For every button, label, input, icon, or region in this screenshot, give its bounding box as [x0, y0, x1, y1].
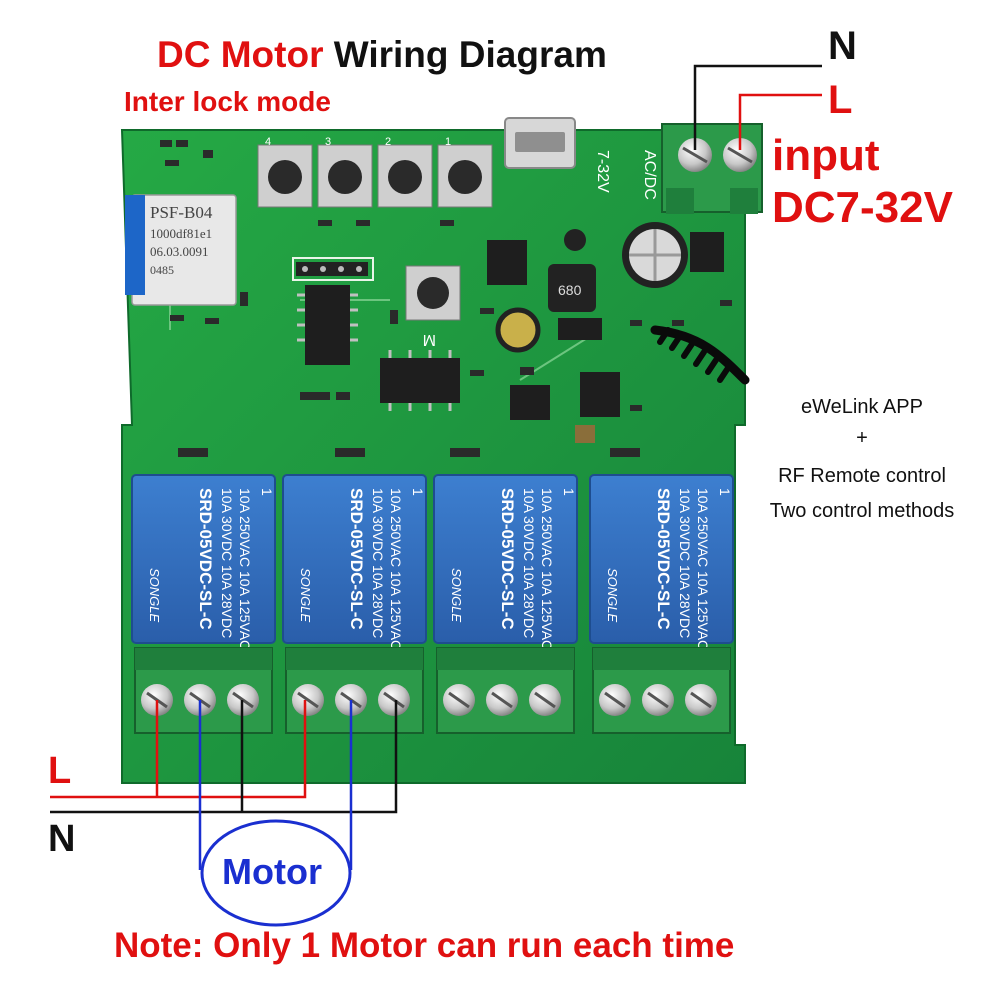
module-text: 0485 [150, 263, 174, 277]
relay-rating-2: 10A 30VDC 10A 28VDC [521, 488, 537, 638]
ic-chips [305, 232, 724, 443]
relay-brand: SONGLE [605, 568, 620, 623]
relay-rating-2: 10A 30VDC 10A 28VDC [370, 488, 386, 638]
input-neutral-wire [693, 64, 822, 150]
relay-number: 1 [717, 488, 733, 496]
note-text: Note: Only 1 Motor can run each time [114, 926, 735, 965]
output-terminal-4 [592, 647, 731, 734]
module-text: 06.03.0091 [150, 244, 209, 259]
output-l-label: L [48, 750, 72, 792]
control-info-plus: + [856, 427, 868, 449]
acdc-mark: AC/DC [641, 150, 658, 200]
module-text: 1000df81e1 [150, 226, 212, 241]
push-buttons: 4 3 2 1 [257, 136, 493, 321]
output-n-label: N [48, 818, 76, 860]
svg-text:680: 680 [558, 282, 582, 298]
tantalum-capacitor [495, 307, 541, 353]
relay-number: 1 [410, 488, 426, 496]
led [564, 229, 586, 251]
relay-model: SRD-05VDC-SL-C [498, 488, 517, 630]
smd-components [160, 140, 732, 457]
motor-ellipse [200, 819, 352, 927]
relay-rating-2: 10A 30VDC 10A 28VDC [677, 488, 693, 638]
relay-rating-1: 10A 250VAC 10A 125VAC [388, 488, 404, 650]
rf-antenna [650, 325, 750, 385]
title-part1: DC Motor [157, 34, 324, 75]
output-terminal-3 [436, 647, 575, 734]
m-mark: M [423, 331, 436, 348]
relay-brand: SONGLE [449, 568, 464, 623]
neutral-wire [50, 700, 398, 814]
control-info-rf: RF Remote control [778, 465, 946, 487]
inductor: 680 [548, 264, 596, 312]
control-info-methods: Two control methods [769, 500, 955, 522]
motor-label: Motor [222, 851, 322, 892]
voltage-mark: 7-32V [594, 150, 611, 193]
input-l-label: L [828, 78, 853, 122]
relay-model: SRD-05VDC-SL-C [654, 488, 673, 630]
diagram-title: DC Motor Wiring Diagram [157, 36, 607, 73]
relay-brand: SONGLE [147, 568, 162, 623]
relay-rating-2: 10A 30VDC 10A 28VDC [219, 488, 235, 638]
button-number: 3 [325, 136, 331, 148]
relay-number: 1 [561, 488, 577, 496]
input-terminal-block [661, 123, 763, 214]
relay-rating-1: 10A 250VAC 10A 125VAC [539, 488, 555, 650]
live-wire [50, 700, 307, 799]
relay-rating-1: 10A 250VAC 10A 125VAC [695, 488, 711, 650]
input-n-label: N [828, 24, 857, 68]
input-label-line1: input [772, 131, 880, 180]
wifi-module: PSF-B04 1000df81e1 06.03.0091 0485 [125, 194, 237, 306]
ic-pins [297, 293, 452, 411]
title-part2: Wiring Diagram [333, 34, 607, 75]
module-text: PSF-B04 [150, 203, 213, 222]
mode-label: Inter lock mode [124, 86, 331, 117]
motor-wire [198, 700, 353, 870]
silkscreen-box [292, 257, 374, 281]
button-number: 4 [265, 136, 271, 148]
pin-header [296, 262, 368, 276]
relay-model: SRD-05VDC-SL-C [347, 488, 366, 630]
output-terminal-1 [134, 647, 273, 734]
input-live-wire [738, 93, 822, 150]
button-number: 1 [445, 136, 451, 148]
output-terminal-2 [285, 647, 424, 734]
control-info-app: eWeLink APP [801, 396, 923, 418]
electrolytic-capacitor [622, 222, 688, 288]
relay-rating-1: 10A 250VAC 10A 125VAC [237, 488, 253, 650]
relay-model: SRD-05VDC-SL-C [196, 488, 215, 630]
usb-port [504, 117, 576, 169]
relay-number: 1 [259, 488, 275, 496]
output-terminal-blocks [134, 647, 731, 734]
button-number: 2 [385, 136, 391, 148]
relay-brand: SONGLE [298, 568, 313, 623]
input-voltage-label: DC7-32V [772, 183, 953, 232]
